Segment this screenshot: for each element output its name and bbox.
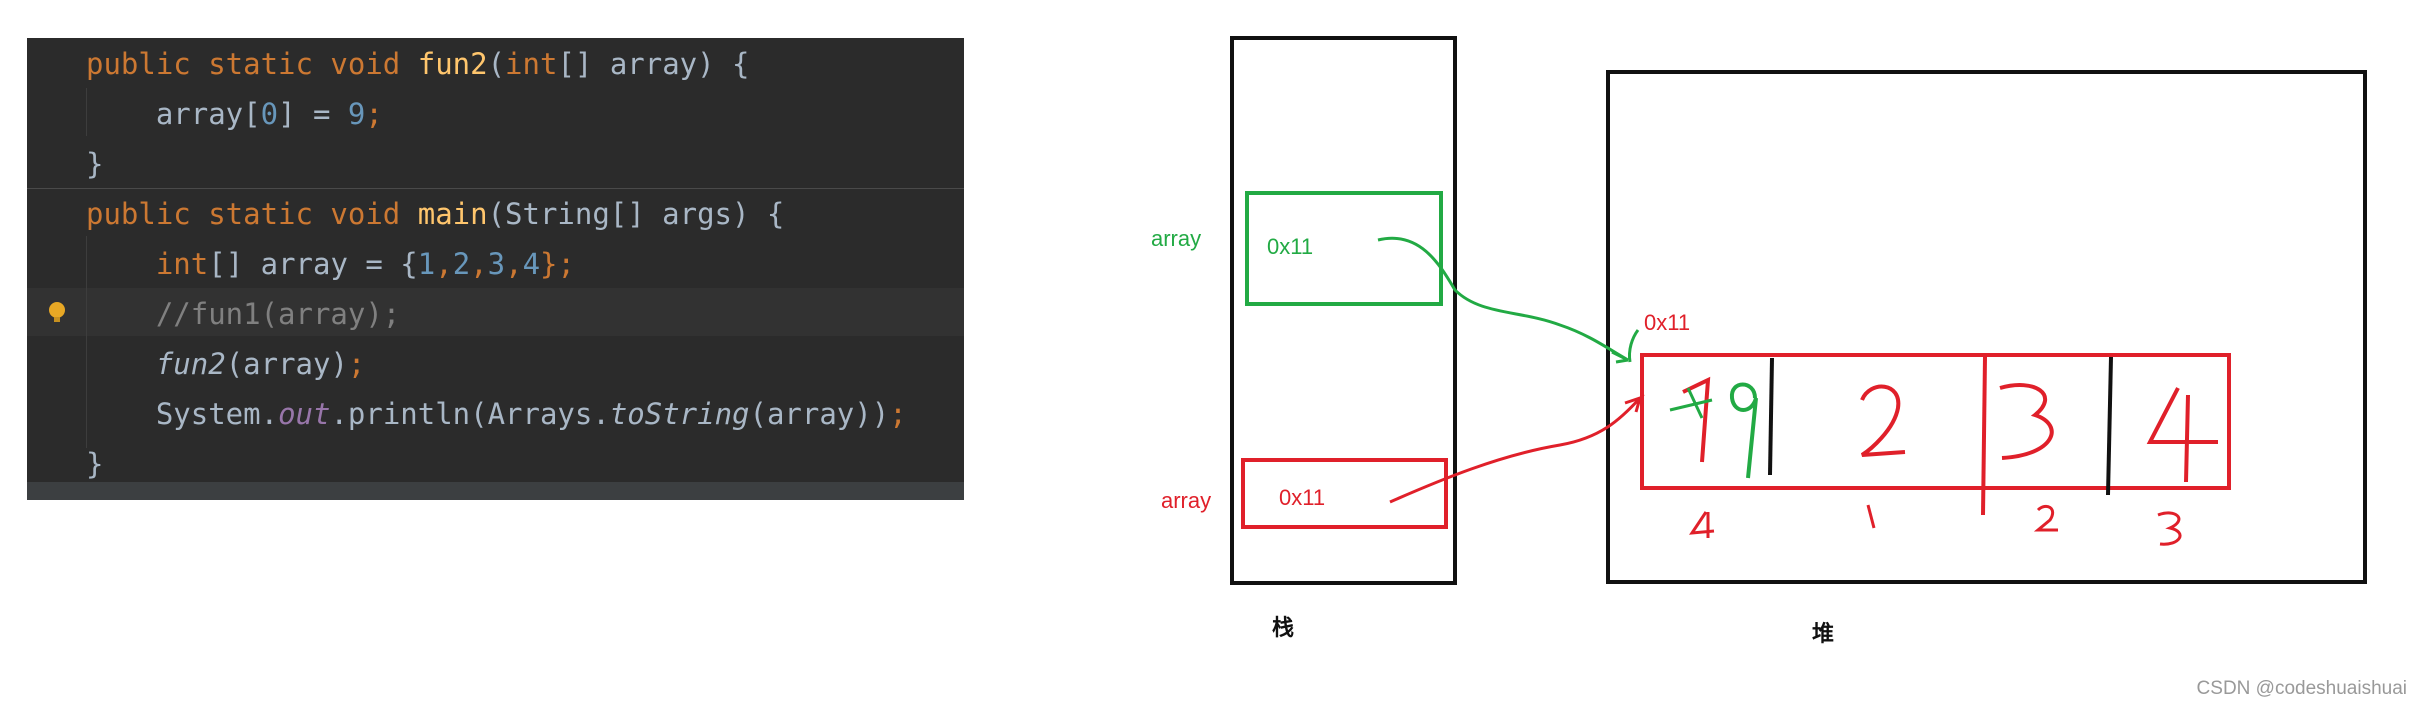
- editor-bottom-bar: [27, 482, 964, 500]
- code-token: ] =: [278, 97, 348, 131]
- red-pointer-arrow: [1389, 394, 1645, 504]
- code-token: (array): [225, 347, 348, 381]
- watermark: CSDN @codeshuaishuai: [2196, 678, 2407, 699]
- code-token: int: [155, 247, 209, 281]
- code-token: System.: [86, 397, 279, 431]
- index-label-2: [2033, 504, 2058, 532]
- fun2-array-value: 0x11: [1279, 485, 1326, 510]
- code-token: main: [417, 197, 488, 231]
- lightbulb-icon[interactable]: [49, 302, 65, 322]
- code-token: 9: [347, 97, 366, 131]
- main-array-slot: [1245, 191, 1443, 306]
- main-array-value: 0x11: [1267, 234, 1314, 259]
- code-line: }: [86, 440, 103, 488]
- code-token: .println(Arrays.: [330, 397, 610, 431]
- stack-box: [1230, 36, 1457, 585]
- handwritten-four: [2146, 387, 2218, 483]
- cell-divider: [1981, 356, 1987, 516]
- indent-guide: [86, 236, 87, 448]
- code-token: ;: [365, 97, 383, 131]
- code-token: ,: [435, 247, 453, 281]
- code-line: fun2(array);: [86, 340, 366, 388]
- index-label-3: [2157, 511, 2182, 546]
- method-separator: [27, 188, 964, 189]
- code-token: 1: [417, 247, 436, 281]
- code-line: int[] array = {1,2,3,4};: [86, 240, 575, 288]
- code-token: 4: [522, 247, 541, 281]
- heap-label: 堆: [1812, 621, 1835, 646]
- code-token: public static void: [86, 197, 418, 231]
- code-token: fun2: [417, 47, 488, 81]
- handwritten-two: [1860, 384, 1906, 457]
- code-token: (String[] args) {: [487, 197, 785, 231]
- code-token: }: [86, 447, 104, 481]
- handwritten-three: [1999, 383, 2054, 460]
- heap-array: [1640, 353, 2231, 490]
- code-token: }: [86, 147, 104, 181]
- code-token: [] array) {: [557, 47, 750, 81]
- code-token: public static void: [86, 47, 418, 81]
- heap-address-label: 0x11: [1644, 310, 1691, 335]
- new-value-nine: [1729, 382, 1758, 479]
- code-line: //fun1(array);: [86, 290, 400, 338]
- code-token: [] array = {: [208, 247, 418, 281]
- code-token: (: [487, 47, 506, 81]
- stack-label: 栈: [1272, 615, 1295, 640]
- code-token: int: [505, 47, 558, 81]
- cell-divider: [1768, 357, 1774, 476]
- code-token: //fun1(array);: [86, 297, 401, 331]
- current-line-highlight: [27, 288, 964, 336]
- code-token: ,: [470, 247, 488, 281]
- green-pointer-arrow: [1377, 236, 1629, 364]
- code-line: array[0] = 9;: [86, 90, 383, 138]
- indent-guide: [86, 88, 87, 136]
- index-label-1: [1866, 504, 1876, 529]
- code-token: 3: [487, 247, 506, 281]
- code-token: out: [278, 397, 331, 431]
- code-token: };: [540, 247, 575, 281]
- index-label-0: [1689, 511, 1715, 538]
- code-token: 2: [452, 247, 471, 281]
- code-editor: public static void fun2(int[] array) { a…: [27, 38, 964, 500]
- cell-divider: [2106, 356, 2113, 496]
- struck-value-one: [1682, 376, 1711, 463]
- main-array-name: array: [1151, 226, 1202, 251]
- code-token: ,: [505, 247, 523, 281]
- heap-box: [1606, 70, 2367, 584]
- code-token: 0: [260, 97, 279, 131]
- code-line: public static void fun2(int[] array) {: [86, 40, 750, 88]
- code-line: }: [86, 140, 103, 188]
- code-token: fun2: [155, 347, 226, 381]
- code-line: public static void main(String[] args) {: [86, 190, 784, 238]
- strike-mark: [1669, 387, 1713, 419]
- green-hook: [1628, 329, 1640, 363]
- code-token: ;: [347, 347, 366, 381]
- code-token: (array)): [749, 397, 890, 431]
- code-token: array[: [86, 97, 261, 131]
- code-line: System.out.println(Arrays.toString(array…: [86, 390, 907, 438]
- fun2-array-slot: [1241, 458, 1448, 529]
- code-token: ;: [889, 397, 907, 431]
- code-token: toString: [609, 397, 750, 431]
- fun2-array-name: array: [1161, 488, 1212, 513]
